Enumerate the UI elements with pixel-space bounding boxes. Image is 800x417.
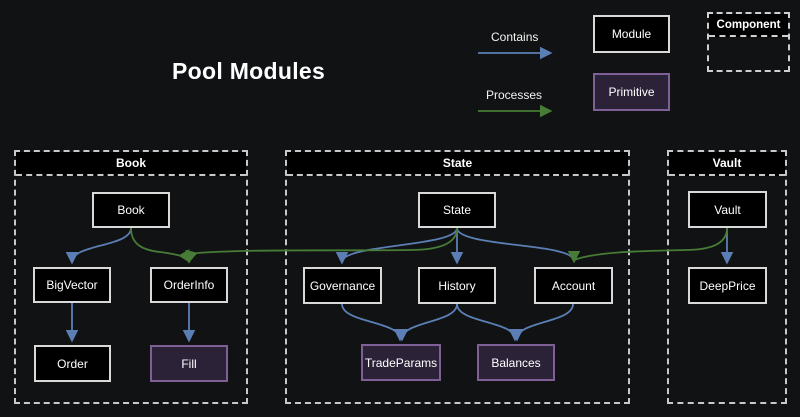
node-orderinfo: OrderInfo [150,267,228,303]
container-vault: Vault [667,150,787,404]
legend-primitive-swatch: Primitive [593,73,670,111]
diagram-title: Pool Modules [172,58,326,84]
container-state: State [285,150,630,404]
node-governance: Governance [303,267,382,304]
node-bigvector: BigVector [33,267,111,303]
node-vault: Vault [688,191,767,228]
legend-processes-label: Processes [486,88,543,102]
container-vault-title: Vault [669,152,785,176]
legend-component-swatch: Component [707,12,790,72]
legend-contains-label: Contains [491,30,539,44]
legend-primitive-label: Primitive [608,85,655,99]
container-state-title: State [287,152,628,176]
legend-module-label: Module [611,27,652,41]
node-balances: Balances [477,344,555,381]
container-book-title: Book [16,152,246,176]
node-fill: Fill [150,345,228,382]
legend-component-label: Component [709,14,788,37]
node-account: Account [534,267,613,304]
node-history: History [418,267,496,304]
legend-module-swatch: Module [593,15,670,53]
node-book: Book [92,192,170,228]
container-book: Book [14,150,248,404]
node-order: Order [34,345,111,382]
node-deepprice: DeepPrice [688,267,767,304]
node-tradeparams: TradeParams [361,344,441,381]
node-state: State [418,192,496,228]
